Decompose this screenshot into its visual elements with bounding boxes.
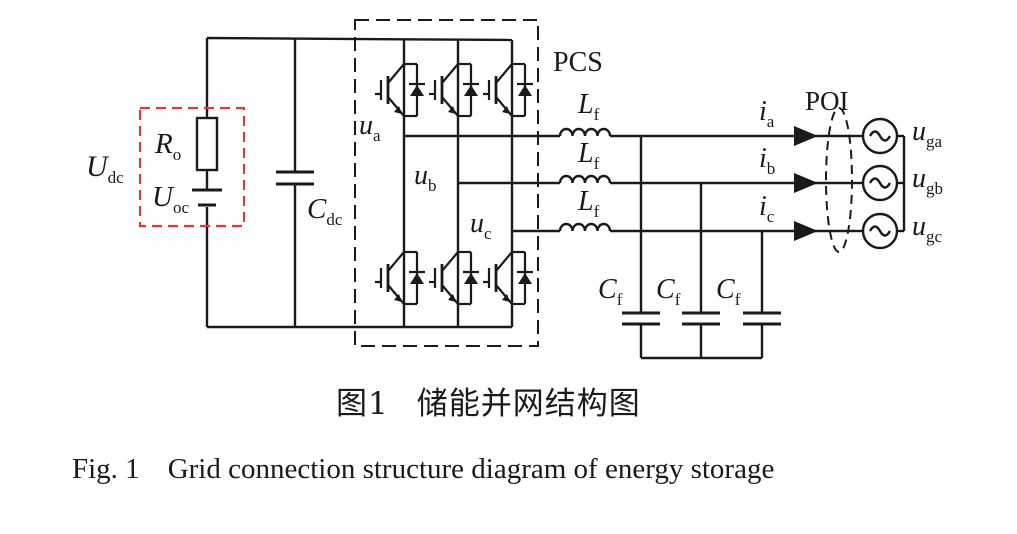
battery-model — [138, 106, 246, 228]
current-arrows — [794, 126, 818, 241]
uoc-label: Uoc — [152, 181, 189, 217]
ub-label: ub — [414, 160, 437, 195]
igbt-switches — [375, 62, 533, 306]
udc-label: Udc — [86, 150, 124, 187]
uga-label: uga — [912, 116, 943, 151]
dc-bus-wires — [205, 36, 513, 329]
igbt-switch-lower-2 — [429, 250, 479, 306]
igbt-switch-lower-3 — [483, 250, 533, 306]
lf-label-a: Lf — [577, 89, 600, 124]
cdc-label: Cdc — [307, 193, 343, 229]
pcs-label: PCS — [553, 47, 603, 78]
poi-label: POI — [805, 86, 849, 116]
battery-dashed-box — [138, 106, 246, 228]
grid-sources — [855, 117, 906, 250]
ua-label: ua — [359, 110, 381, 145]
igbt-switch-upper-2 — [429, 62, 479, 118]
ro-label: Ro — [154, 128, 181, 164]
capacitor-cdc — [276, 170, 314, 186]
lf-label-c: Lf — [577, 186, 600, 221]
igbt-switch-upper-3 — [483, 62, 533, 118]
ic-label: ic — [759, 191, 775, 226]
lf-label-b: Lf — [577, 138, 600, 173]
ib-label: ib — [759, 143, 775, 178]
inductors-lf — [558, 127, 612, 232]
cf-label-a: Cf — [598, 274, 623, 309]
ia-label: ia — [759, 96, 775, 131]
resistor-ro — [195, 116, 219, 172]
igbt-switch-upper-1 — [375, 62, 425, 118]
ugc-label: ugc — [912, 211, 943, 246]
cf-label-b: Cf — [656, 274, 681, 309]
filter-capacitors — [622, 136, 781, 360]
cf-label-c: Cf — [716, 274, 741, 309]
igbt-switch-lower-1 — [375, 250, 425, 306]
uc-label: uc — [470, 208, 492, 243]
poi-ellipse — [825, 107, 853, 253]
ugb-label: ugb — [912, 163, 943, 198]
